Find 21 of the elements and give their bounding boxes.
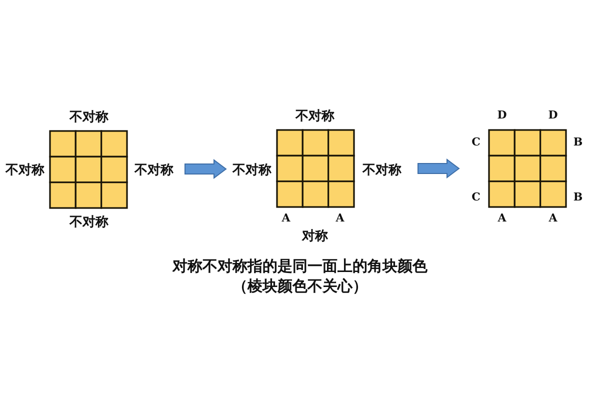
side-label: C (472, 190, 480, 204)
side-label: A (498, 212, 506, 224)
side-label: A (336, 212, 344, 224)
side-label: C (472, 136, 480, 148)
side-label: A (282, 212, 290, 224)
side-label: 对称 (302, 228, 328, 245)
side-label: 不对称 (296, 108, 334, 125)
side-label: 不对称 (70, 214, 108, 231)
side-label: B (573, 190, 583, 204)
side-label: 不对称 (6, 162, 44, 179)
side-label: 不对称 (232, 162, 272, 179)
side-label: 不对称 (70, 109, 108, 126)
block-arrow (418, 158, 460, 178)
side-label: D (497, 108, 507, 122)
caption: 对称不对称指的是同一面上的角块颜色（棱块颜色不关心） (171, 256, 428, 296)
side-label: A (548, 212, 558, 224)
block-arrow (184, 159, 227, 179)
side-label: 不对称 (362, 162, 402, 179)
side-label: 不对称 (134, 162, 174, 179)
side-label: D (548, 108, 558, 122)
side-label: B (573, 136, 583, 148)
